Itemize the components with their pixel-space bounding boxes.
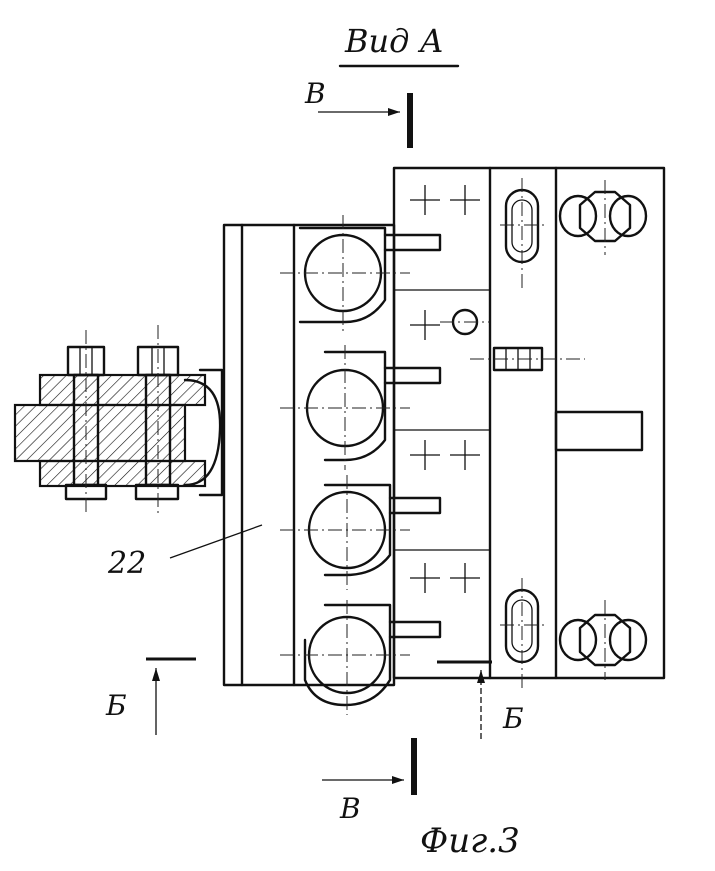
view-title-group: Вид А [340, 22, 458, 66]
view-title: Вид А [344, 22, 444, 60]
right-housing [394, 168, 664, 690]
arrow-icon [392, 776, 404, 784]
arrow-icon [152, 668, 160, 681]
slot-top [500, 178, 545, 290]
clamp-2 [280, 345, 440, 470]
section-label-top: В [304, 77, 326, 110]
clamp-1 [280, 215, 440, 335]
arrow-icon [477, 670, 485, 683]
section-label-b-left: Б [105, 689, 127, 722]
crosshair-marks [410, 185, 480, 593]
section-label-b-right: Б [502, 702, 524, 735]
section-marker-bottom: В [322, 738, 414, 825]
nut-bottom [560, 600, 646, 680]
clamp-bar-assembly [15, 325, 222, 515]
clamp-4 [280, 600, 440, 715]
figure-caption: Фиг.3 [420, 821, 520, 861]
section-marker-b-right: Б [437, 662, 524, 740]
part-label-group: 22 [107, 525, 262, 581]
section-marker-top: В [304, 77, 410, 148]
slot-bottom [500, 578, 545, 690]
section-label-bottom: В [339, 792, 361, 825]
arrow-icon [388, 108, 400, 116]
stud [470, 348, 585, 370]
clamp-3 [280, 475, 440, 590]
part-number: 22 [107, 546, 146, 581]
section-marker-b-left: Б [105, 659, 196, 735]
nut-top [560, 180, 646, 255]
